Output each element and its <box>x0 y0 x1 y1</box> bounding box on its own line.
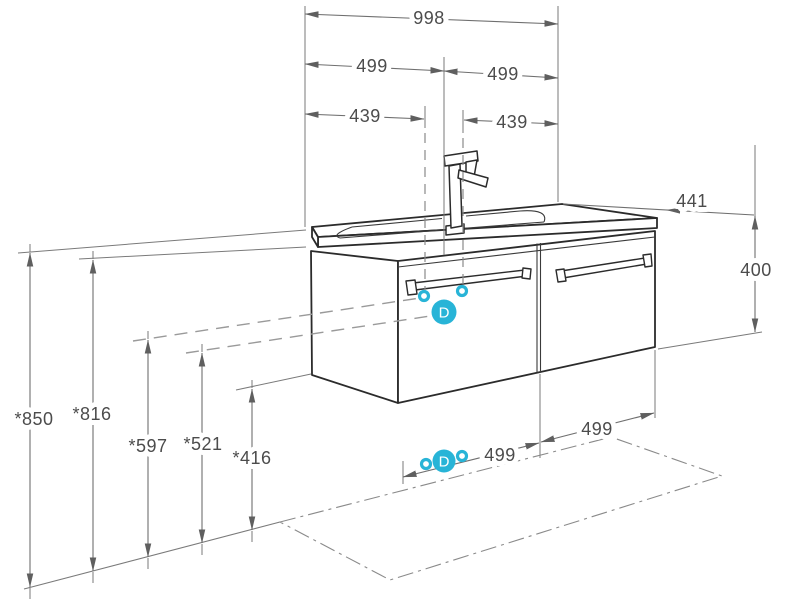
dim-floor-left-half: 499 <box>402 440 540 478</box>
leader-undertop-height <box>78 246 307 260</box>
floor-line <box>23 521 281 590</box>
faucet <box>443 150 489 236</box>
basin-back-line <box>351 217 443 228</box>
front-drain-label: D <box>439 305 450 322</box>
dim-cabinet-height: 400 <box>735 215 776 333</box>
faucet-lever <box>457 169 489 188</box>
floor-drain-hole-right-icon <box>455 449 469 463</box>
handle-height-leader <box>132 297 421 342</box>
front-drain-hole-right-icon <box>455 284 469 298</box>
dim-value: 441 <box>676 191 708 211</box>
drain-markers: D D <box>417 284 469 473</box>
dim-value: *597 <box>128 436 167 456</box>
dim-depth: 441 <box>562 186 755 216</box>
dim-value: *816 <box>72 404 111 424</box>
handle-plate <box>405 279 418 296</box>
dim-value: 998 <box>413 8 445 28</box>
dim-height-overall: *850 <box>9 252 58 588</box>
dim-value: *416 <box>232 448 271 468</box>
basin-rim <box>336 210 546 239</box>
floor-footprint-outline <box>278 436 724 581</box>
dim-height-under-top: *816 <box>67 259 116 572</box>
dim-value: 499 <box>581 419 613 439</box>
sink-left-face <box>311 226 319 248</box>
dim-value: 439 <box>349 106 381 126</box>
dim-value: 439 <box>496 112 528 132</box>
drain-height-leader <box>185 314 438 354</box>
dim-value: 400 <box>740 260 772 280</box>
extension-lines <box>17 6 763 599</box>
dim-height-handle: *597 <box>123 339 172 558</box>
sink-countertop <box>311 150 658 248</box>
vanity-cabinet <box>310 230 656 404</box>
basin-corner-curve <box>519 210 546 223</box>
dim-height-cabinet-bottom: *416 <box>227 388 276 531</box>
ext-cabinet-bottom-right <box>657 331 763 350</box>
dim-value: *850 <box>14 409 53 429</box>
floor-drain-marker-group: D <box>419 449 469 473</box>
front-drain-marker-group: D <box>417 284 469 325</box>
overlay-reference-lines <box>132 57 464 354</box>
basin-corner-curve <box>336 226 353 239</box>
dim-total-width: 998 <box>304 3 559 33</box>
front-drain-marker-icon <box>431 299 457 325</box>
dim-left-half: 499 <box>304 51 445 81</box>
floor-projection <box>23 436 724 590</box>
dim-value: 499 <box>484 445 516 465</box>
dim-left-offset: 439 <box>304 101 425 131</box>
dim-right-half: 499 <box>443 59 559 89</box>
dim-height-drain: *521 <box>178 352 227 544</box>
dim-value: 499 <box>356 56 388 76</box>
handle-cap <box>642 253 653 268</box>
basin-back-line <box>465 210 521 217</box>
basin-front-line <box>339 221 545 239</box>
cabinet-top-edge-inner <box>397 236 656 268</box>
front-drain-hole-left-icon <box>417 289 431 303</box>
depth-arrowhead <box>666 207 680 214</box>
left-door-handle <box>405 267 532 296</box>
floor-drain-hole-left-icon <box>419 457 433 471</box>
floor-drain-label: D <box>439 454 450 471</box>
leader-overall-height <box>17 229 307 254</box>
dim-right-offset: 439 <box>463 107 559 137</box>
floor-drain-marker-icon <box>432 449 456 473</box>
dim-value: 499 <box>487 64 519 84</box>
dim-floor-right-half: 499 <box>540 412 655 444</box>
handle-cap <box>521 267 532 280</box>
handle-plate <box>555 268 567 283</box>
dim-value: *521 <box>183 434 222 454</box>
leader-cabinet-bottom <box>235 373 312 391</box>
right-door-handle <box>555 253 653 283</box>
